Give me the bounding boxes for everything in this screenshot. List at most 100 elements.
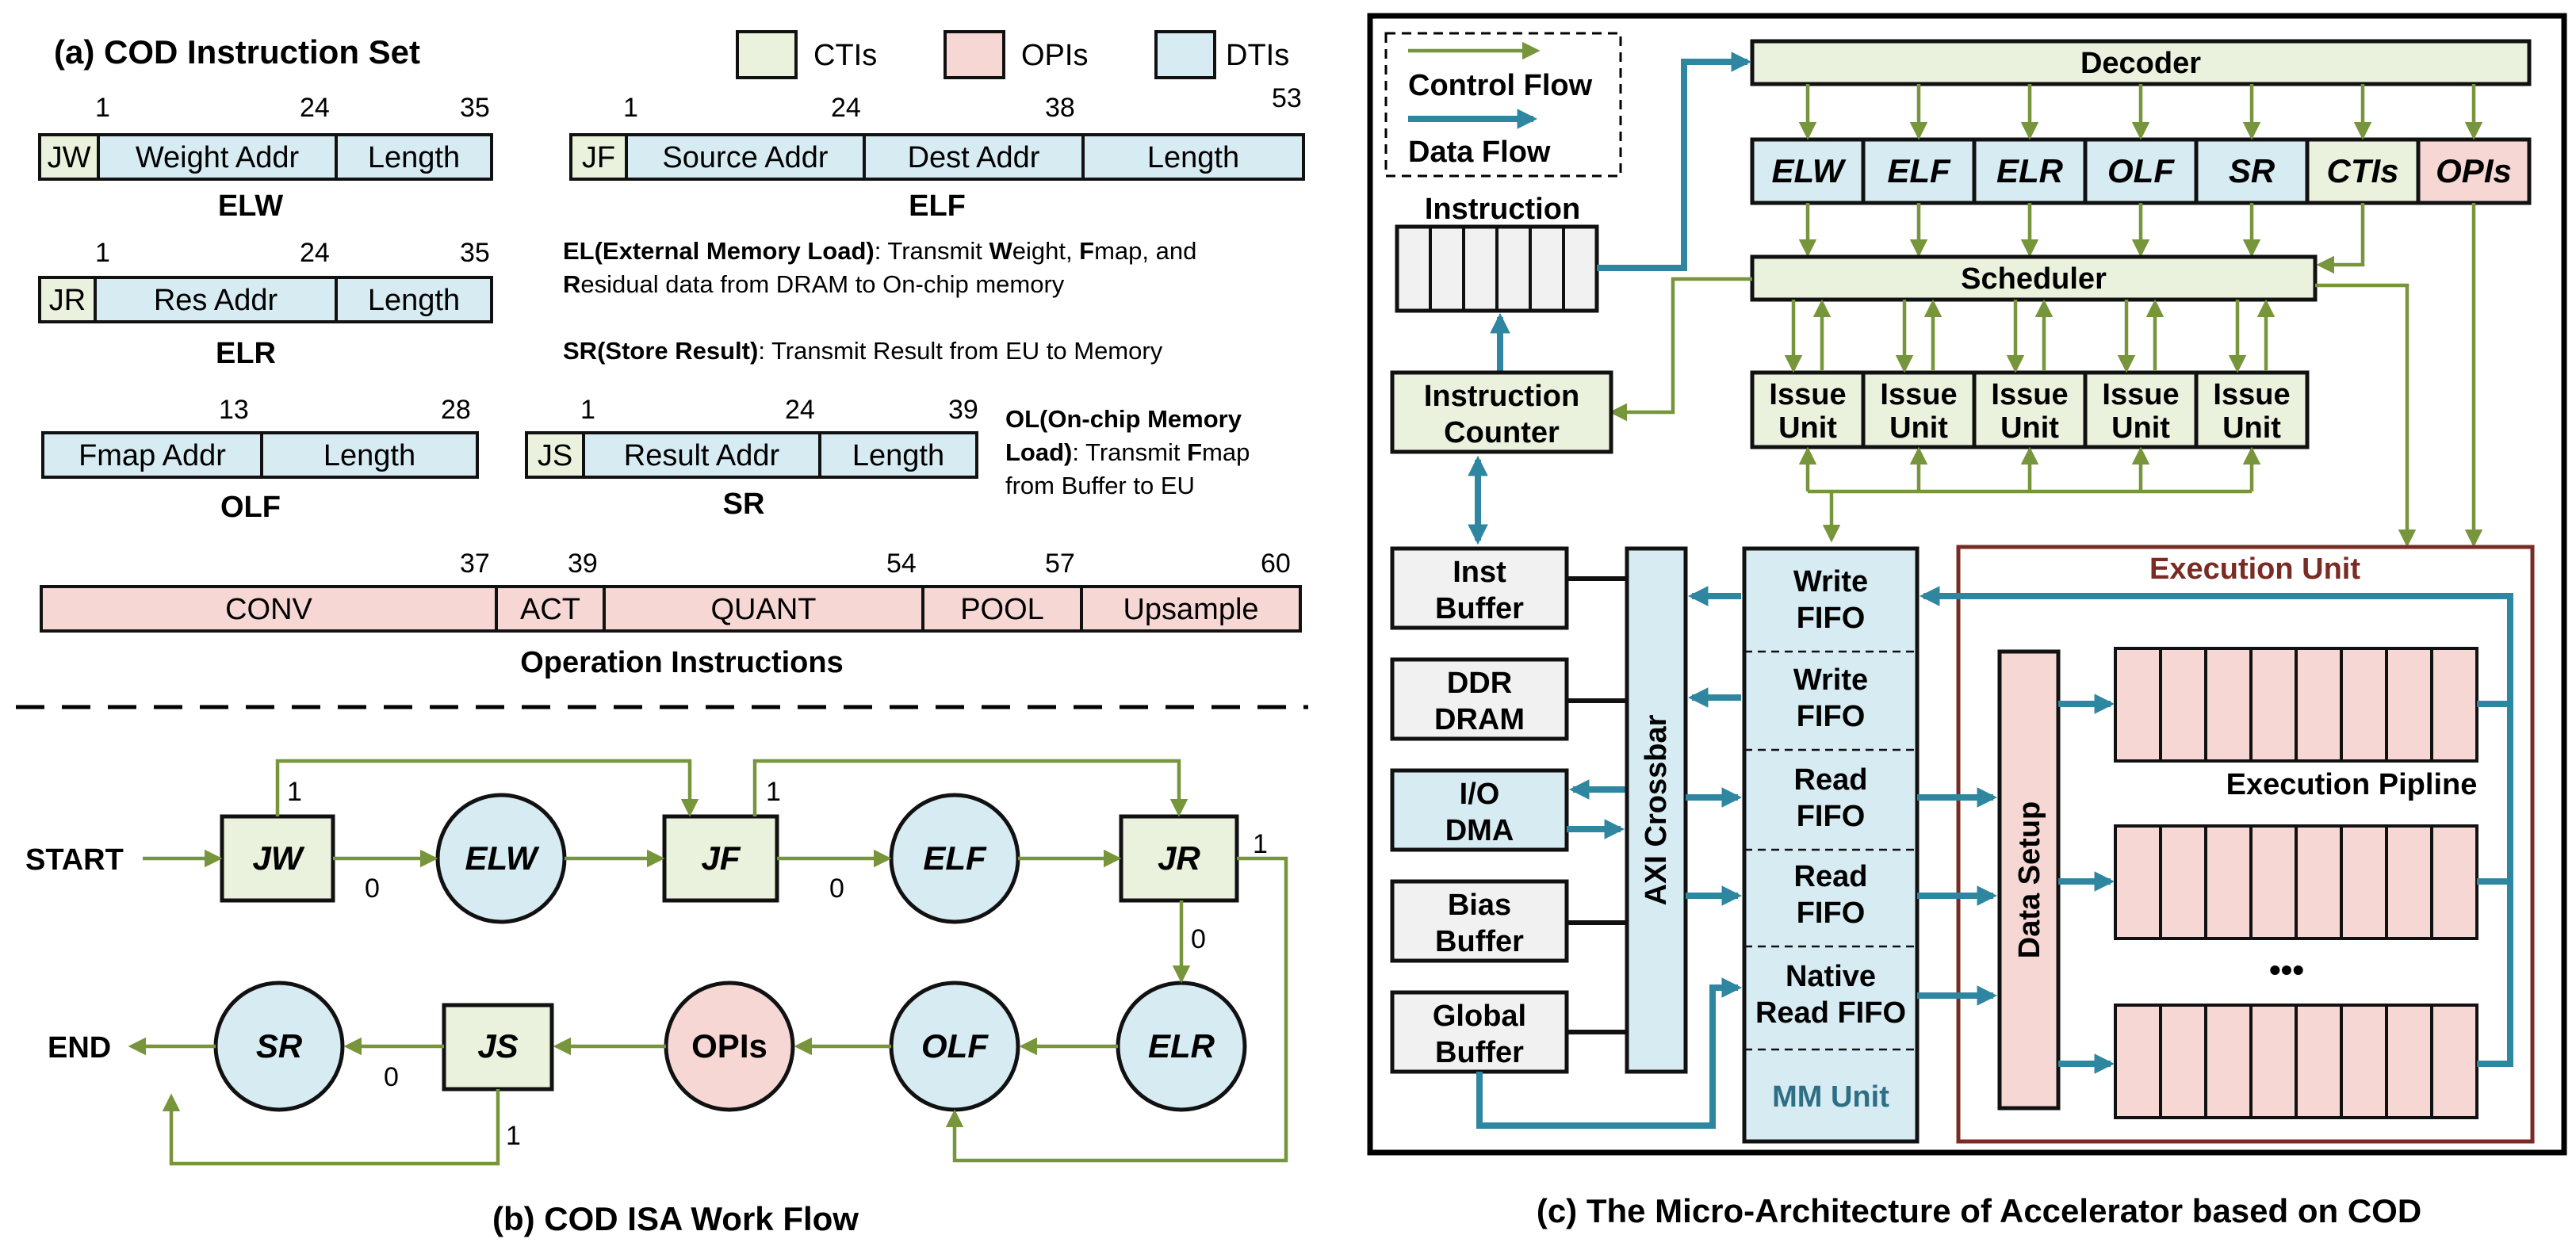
sr-field-result: Result Addr <box>624 439 780 472</box>
data-setup-label: Data Setup <box>2013 801 2046 958</box>
olf-length-cell <box>260 431 479 479</box>
op-upsample-cell <box>1080 585 1302 633</box>
ol-description-line3: from Buffer to EU <box>1005 472 1195 499</box>
el-description-line1: EL(External Memory Load): Transmit Weigh… <box>563 235 1324 268</box>
pipeline-2-stage <box>2114 824 2162 940</box>
execution-unit-label: Execution Unit <box>2149 552 2360 586</box>
wf-branch-jf-1: 1 <box>766 777 781 807</box>
elf-length-cell <box>1081 133 1305 181</box>
pipeline-3-stage <box>2430 1004 2478 1119</box>
ol-description-line1: OL(On-chip Memory <box>1005 403 1338 436</box>
elw-field-cell <box>97 133 338 181</box>
sr-field-cell <box>582 431 821 479</box>
panel-c-frame <box>1367 13 2567 1156</box>
olf-name: OLF <box>220 491 281 524</box>
fifo-4-l2: FIFO <box>1797 897 1866 930</box>
workflow: JW ELW JF ELF JR ELR OLF OPIs JS SR STAR… <box>25 759 1288 1237</box>
sr-format: 1 24 39 JS Result Addr Length SR <box>525 395 978 521</box>
wf-arrow-jf-skip <box>752 759 1188 817</box>
wf-start: START <box>25 843 124 877</box>
pipeline-3-stage <box>2340 1004 2388 1119</box>
olf-field-length: Length <box>323 439 415 472</box>
ol-desc-map: map <box>1202 438 1250 466</box>
olf-field-fmap: Fmap Addr <box>78 439 226 472</box>
global-to-native-fifo-arrow <box>1476 977 1743 1129</box>
el-desc-rest: : Transmit <box>874 237 989 265</box>
data-setup-box <box>1997 649 2061 1111</box>
sr-field-length: Length <box>852 439 944 472</box>
decoded-elw-label: ELW <box>1772 152 1847 189</box>
pipeline-1-stage <box>2340 647 2388 763</box>
wf-arrow-js-skip <box>162 1089 500 1166</box>
issue-unit-3-l1: Issue <box>1991 378 2068 411</box>
pipeline-1-stage <box>2204 647 2253 763</box>
elr-length-cell <box>335 276 493 323</box>
ctis-to-scheduler-arrow <box>2316 203 2365 274</box>
ol-desc-rest2: : Transmit <box>1072 438 1188 466</box>
elw-code-cell <box>38 133 100 181</box>
legend-control-label: Control Flow <box>1408 69 1593 102</box>
wf-branch-js-1: 1 <box>506 1121 521 1151</box>
fifo-1-l1: Write <box>1793 565 1868 598</box>
pipeline-3-stage <box>2159 1004 2207 1119</box>
decoded-row: ELW ELF ELR OLF SR CTIs OPIs <box>1750 137 2532 205</box>
pipeline-1-stage <box>2159 647 2207 763</box>
el-description: EL(External Memory Load): Transmit Weigh… <box>563 235 1324 301</box>
wf-branch-jr-0: 0 <box>1191 924 1206 954</box>
elw-name: ELW <box>218 189 283 223</box>
mem-io-l2: DMA <box>1445 814 1514 847</box>
pipeline-3-stage <box>2114 1004 2162 1119</box>
elr-format: 1 24 35 JR Res Addr Length ELR <box>38 238 493 370</box>
pipe3-return-line <box>2477 704 2513 1067</box>
el-desc-r: R <box>563 270 581 298</box>
ol-desc-f: F <box>1187 438 1203 466</box>
scheduler-label: Scheduler <box>1961 262 2107 296</box>
op-field-act: ACT <box>520 593 580 626</box>
elw-bit-1: 1 <box>95 93 110 123</box>
instruction-counter-box <box>1390 370 1613 454</box>
op-field-pool: POOL <box>960 593 1044 626</box>
issue-unit-3-l2: Unit <box>2000 411 2059 445</box>
issue-unit-2-l1: Issue <box>1880 378 1957 411</box>
panel-a-title: (a) COD Instruction Set <box>54 33 420 71</box>
wf-label-js: JS <box>477 1027 518 1065</box>
op-pool-cell <box>921 585 1083 633</box>
pipeline-1-stage <box>2430 647 2478 763</box>
elr-code-cell <box>38 276 97 323</box>
wf-branch-jw-0: 0 <box>365 874 380 904</box>
mem-global-l2: Buffer <box>1435 1036 1524 1069</box>
sr-bit-1: 1 <box>580 395 595 425</box>
instruction-queue <box>1395 224 1599 313</box>
issue-unit-4-l1: Issue <box>2102 378 2179 411</box>
fifo-3-l1: Read <box>1794 763 1868 797</box>
panel-b-caption: (b) COD ISA Work Flow <box>492 1200 859 1237</box>
wf-label-elw: ELW <box>465 839 540 877</box>
legend-opi-label: OPIs <box>1021 39 1088 72</box>
elf-bit-38: 38 <box>1045 93 1075 123</box>
pipeline-2-stage <box>2204 824 2253 940</box>
pipeline-2-stage <box>2385 824 2433 940</box>
elr-field-res: Res Addr <box>154 284 278 317</box>
wf-label-sr: SR <box>256 1027 303 1065</box>
el-description-line2: Residual data from DRAM to On-chip memor… <box>563 268 1324 301</box>
pipeline-ellipsis: ••• <box>2269 951 2304 988</box>
mem-bias-l2: Buffer <box>1435 925 1524 958</box>
olf-bit-13: 13 <box>219 395 249 425</box>
scheduler-to-counter-arrow <box>1609 277 1752 422</box>
olf-format: 13 28 Fmap Addr Length OLF <box>41 395 479 524</box>
pipeline-2-stage <box>2430 824 2478 940</box>
elw-format: 1 24 35 JW Weight Addr Length ELW <box>38 93 493 223</box>
el-desc-r-rest: esidual data from DRAM to On-chip memory <box>580 270 1065 298</box>
issue-bus <box>1798 446 2261 543</box>
op-format: 37 39 54 57 60 CONV ACT QUANT POOL Upsam… <box>40 549 1302 679</box>
legend-dti-swatch <box>1154 30 1216 79</box>
pipeline-3-stage <box>2204 1004 2253 1119</box>
mem-io-dma <box>1390 768 1569 852</box>
pipeline-1-stage <box>2114 647 2162 763</box>
axi-crossbar-label: AXI Crossbar <box>1640 714 1673 905</box>
flow-legend: Control Flow Data Flow <box>1384 32 1622 178</box>
op-bit-37: 37 <box>460 549 490 579</box>
fifo-5-l2: Read FIFO <box>1755 996 1906 1030</box>
ol-description-line2: Load): Transmit Fmap <box>1005 436 1338 469</box>
